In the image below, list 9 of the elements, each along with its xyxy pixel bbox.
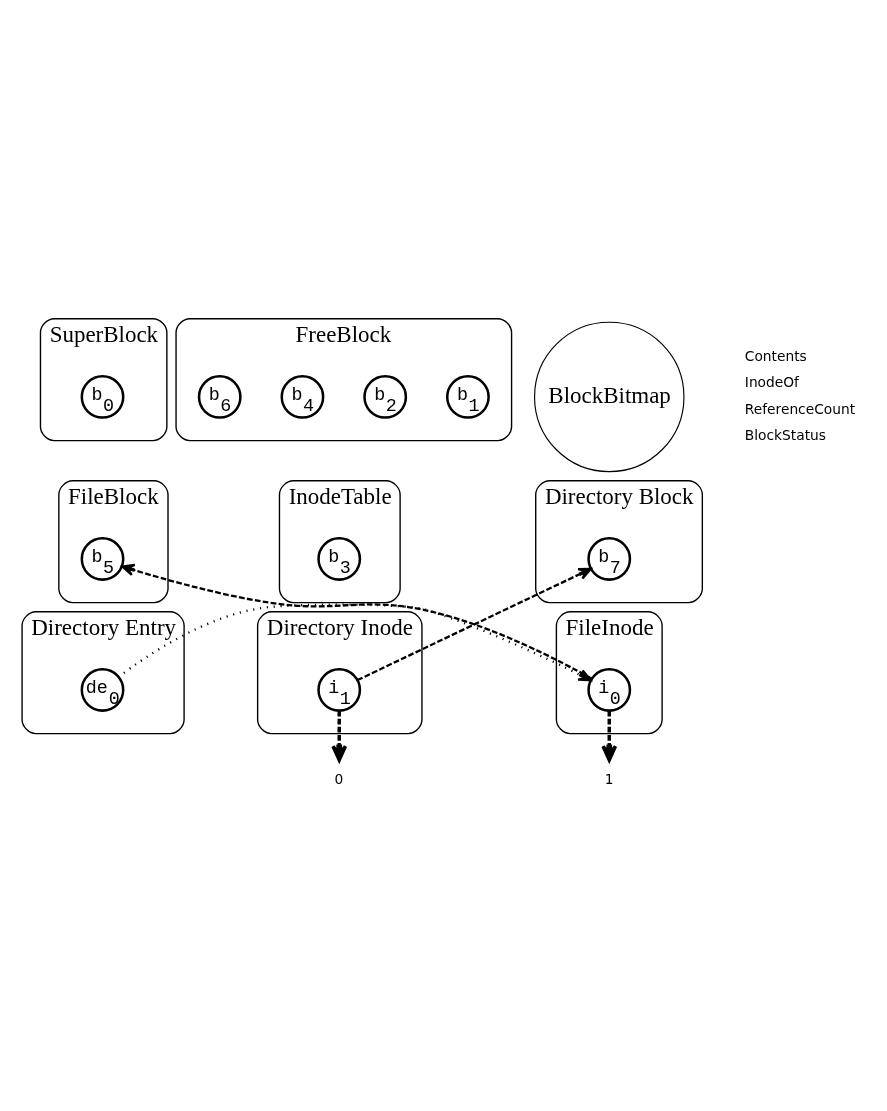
node-text: 1	[604, 771, 614, 788]
node-text: 0	[334, 771, 344, 788]
arrow	[601, 710, 618, 762]
legend-label: InodeOf	[744, 374, 799, 391]
arrow	[331, 710, 348, 762]
legend-label: Contents	[744, 347, 807, 364]
legend-label: ReferenceCount	[744, 400, 856, 417]
node-circle: BlockBitmap	[534, 321, 685, 473]
legend-label: BlockStatus	[744, 427, 826, 444]
